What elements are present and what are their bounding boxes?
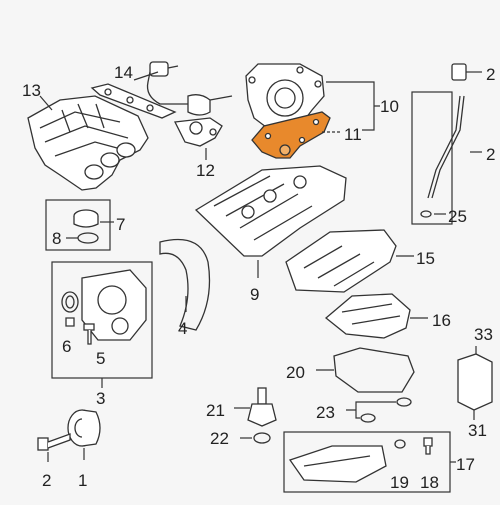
callout-4: 4 <box>178 319 187 338</box>
part-17-oil-pan[interactable] <box>288 445 387 483</box>
part-18-drain-plug[interactable] <box>423 437 433 455</box>
callout-25: 25 <box>448 207 467 226</box>
callout-2: 2 <box>42 471 51 490</box>
box-7-8 <box>45 199 111 251</box>
part-12-valve-bracket[interactable] <box>174 117 223 147</box>
callout-13: 13 <box>22 81 41 100</box>
callout-2-right-top: 2 <box>486 65 495 84</box>
part-9-valve-cover[interactable] <box>194 165 347 257</box>
part-21-oil-level-sensor[interactable] <box>247 387 277 427</box>
callout-8: 8 <box>52 229 61 248</box>
part-7-oil-filler-cap[interactable] <box>73 209 99 228</box>
callout-18: 18 <box>420 473 439 492</box>
part-15-oil-baffle[interactable] <box>285 229 397 293</box>
part-2-bolt[interactable] <box>37 433 71 451</box>
part-5-bolt[interactable] <box>83 323 95 345</box>
callout-19: 19 <box>390 473 409 492</box>
leader-14 <box>133 71 159 81</box>
callout-22: 22 <box>210 429 229 448</box>
callout-33: 33 <box>474 325 493 344</box>
part-14-hose-and-gasket[interactable] <box>90 61 233 119</box>
part-10-upper-housing[interactable] <box>245 63 325 131</box>
leader-23 <box>346 401 396 419</box>
callout-9: 9 <box>250 285 259 304</box>
part-22-seal[interactable] <box>253 432 271 444</box>
callout-21: 21 <box>206 401 225 420</box>
callout-16: 16 <box>432 311 451 330</box>
callout-14: 14 <box>114 63 133 82</box>
part-20-pan-gasket[interactable] <box>333 347 415 393</box>
callout-2-right-mid: 2 <box>486 145 495 164</box>
part-3-timing-cover[interactable] <box>81 269 147 341</box>
part-11-cover-plate-highlighted[interactable] <box>251 111 331 159</box>
callout-10: 10 <box>380 97 399 116</box>
callout-17: 17 <box>456 455 475 474</box>
callout-31: 31 <box>468 421 487 440</box>
part-1-pulley[interactable] <box>67 409 101 447</box>
callout-1: 1 <box>78 471 87 490</box>
leader-10-bracket <box>326 81 380 131</box>
callout-3: 3 <box>96 389 105 408</box>
part-13-intake-manifold[interactable] <box>27 95 149 191</box>
part-19-washer[interactable] <box>394 439 406 449</box>
callout-11: 11 <box>344 125 362 144</box>
right-top-part[interactable] <box>451 63 467 81</box>
callout-5: 5 <box>96 349 105 368</box>
part-31-filter-housing[interactable] <box>457 353 493 411</box>
cover-plate-fill <box>251 111 331 159</box>
leader-13 <box>39 95 53 111</box>
part-16-windage-tray[interactable] <box>324 293 411 339</box>
part-6-seal[interactable] <box>61 291 79 327</box>
part-25-o-ring[interactable] <box>420 210 432 218</box>
callout-12: 12 <box>196 161 215 180</box>
dipstick-tube[interactable] <box>427 95 465 199</box>
callout-15: 15 <box>416 249 435 268</box>
callout-6: 6 <box>62 337 71 356</box>
callout-23: 23 <box>316 403 335 422</box>
box-dipstick <box>411 91 453 225</box>
part-23-o-rings[interactable] <box>360 397 412 423</box>
part-4-gasket[interactable] <box>159 238 211 331</box>
callout-7: 7 <box>116 215 125 234</box>
callout-20: 20 <box>286 363 305 382</box>
